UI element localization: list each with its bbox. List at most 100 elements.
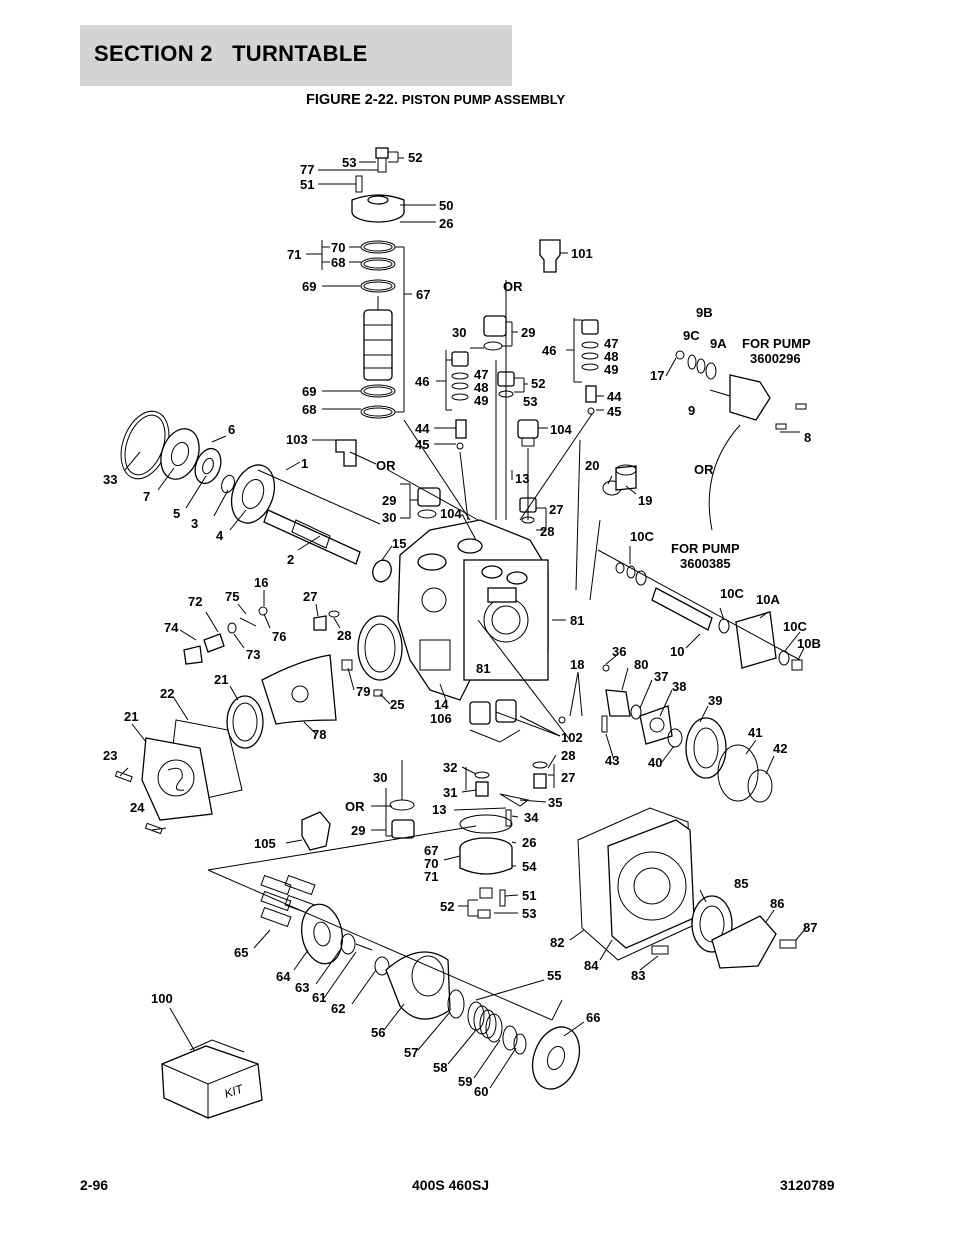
callout-label: 48 bbox=[604, 349, 618, 364]
callout-label: 103 bbox=[286, 432, 308, 447]
callout-label: 81 bbox=[570, 613, 584, 628]
figure-caption: PISTON PUMP ASSEMBLY bbox=[401, 92, 566, 107]
callout-label: 83 bbox=[631, 968, 645, 983]
callout-label: 10B bbox=[797, 636, 821, 651]
callout-label: 18 bbox=[570, 657, 584, 672]
callout-label: 62 bbox=[331, 1001, 345, 1016]
callout-label: 52 bbox=[408, 150, 422, 165]
model-number: 400S 460SJ bbox=[412, 1177, 490, 1193]
callout-label: 27 bbox=[303, 589, 317, 604]
callout-label: 13 bbox=[515, 471, 529, 486]
figure-title: FIGURE 2-22. PISTON PUMP ASSEMBLY bbox=[306, 92, 565, 108]
callout-label: 104 bbox=[550, 422, 572, 437]
callout-label: 29 bbox=[521, 325, 535, 340]
callout-label: 63 bbox=[295, 980, 309, 995]
callout-label: 9C bbox=[683, 328, 700, 343]
callout-label: 9B bbox=[696, 305, 713, 320]
callout-label: 71 bbox=[424, 869, 438, 884]
callout-label: 86 bbox=[770, 896, 784, 911]
callout-label: 49 bbox=[604, 362, 618, 377]
callout-label: 3600385 bbox=[680, 556, 731, 571]
callout-label: 10C bbox=[783, 619, 807, 634]
callout-label: 45 bbox=[607, 404, 621, 419]
callout-label: 41 bbox=[748, 725, 762, 740]
callout-label: 10 bbox=[670, 644, 684, 659]
callout-label: 47 bbox=[474, 367, 488, 382]
callout-label: 21 bbox=[214, 672, 228, 687]
callout-label: 22 bbox=[160, 686, 174, 701]
callout-label: 43 bbox=[605, 753, 619, 768]
callout-label: 31 bbox=[443, 785, 457, 800]
callout-label: 10C bbox=[720, 586, 744, 601]
callout-label: 9 bbox=[688, 403, 695, 418]
callout-label: 82 bbox=[550, 935, 564, 950]
callout-label: 69 bbox=[302, 279, 316, 294]
callout-label: 51 bbox=[300, 177, 314, 192]
callout-label: 44 bbox=[415, 421, 430, 436]
callout-label: 9A bbox=[710, 336, 727, 351]
callout-label: 32 bbox=[443, 760, 457, 775]
callout-label: 40 bbox=[648, 755, 662, 770]
callout-label: 1 bbox=[301, 456, 308, 471]
callout-label: 66 bbox=[586, 1010, 600, 1025]
callout-label: 78 bbox=[312, 727, 326, 742]
callout-label: 69 bbox=[302, 384, 316, 399]
callout-label: 56 bbox=[371, 1025, 385, 1040]
callout-label: 67 bbox=[424, 843, 438, 858]
callout-label: 15 bbox=[392, 536, 406, 551]
callout-label: 75 bbox=[225, 589, 239, 604]
callout-label: 19 bbox=[638, 493, 652, 508]
callout-label: FOR PUMP bbox=[742, 336, 811, 351]
callout-label: 59 bbox=[458, 1074, 472, 1089]
callout-label: 46 bbox=[415, 374, 429, 389]
callout-label: 3 bbox=[191, 516, 198, 531]
callout-labels: 53 52 77 51 50 26 71 70 68 69 67 69 68 1… bbox=[103, 150, 821, 1101]
callout-label: 30 bbox=[382, 510, 396, 525]
callout-label: 46 bbox=[542, 343, 556, 358]
callout-label: 33 bbox=[103, 472, 117, 487]
callout-label: 50 bbox=[439, 198, 453, 213]
document-number: 3120789 bbox=[780, 1177, 835, 1193]
callout-label: 5 bbox=[173, 506, 180, 521]
callout-label: 80 bbox=[634, 657, 648, 672]
callout-label: 68 bbox=[302, 402, 316, 417]
callout-label: OR bbox=[503, 279, 523, 294]
callout-label: 2 bbox=[287, 552, 294, 567]
callout-label: 55 bbox=[547, 968, 561, 983]
callout-label: 58 bbox=[433, 1060, 447, 1075]
callout-label: 8 bbox=[804, 430, 811, 445]
callout-label: 48 bbox=[474, 380, 488, 395]
callout-label: 57 bbox=[404, 1045, 418, 1060]
callout-label: 29 bbox=[382, 493, 396, 508]
callout-label: 45 bbox=[415, 437, 429, 452]
callout-label: 74 bbox=[164, 620, 179, 635]
callout-label: 77 bbox=[300, 162, 314, 177]
diagram-parts bbox=[114, 147, 807, 1119]
callout-label: 44 bbox=[607, 389, 622, 404]
callout-label: 104 bbox=[440, 506, 462, 521]
callout-label: 106 bbox=[430, 711, 452, 726]
kit-box-label: KIT bbox=[223, 1081, 247, 1101]
callout-label: 79 bbox=[356, 684, 370, 699]
callout-label: 17 bbox=[650, 368, 664, 383]
callout-label: 101 bbox=[571, 246, 593, 261]
callout-label: 65 bbox=[234, 945, 248, 960]
callout-label: 27 bbox=[549, 502, 563, 517]
callout-label: 39 bbox=[708, 693, 722, 708]
callout-label: 29 bbox=[351, 823, 365, 838]
callout-label: FOR PUMP bbox=[671, 541, 740, 556]
callout-label: 26 bbox=[439, 216, 453, 231]
callout-label: 25 bbox=[390, 697, 404, 712]
callout-label: 26 bbox=[522, 835, 536, 850]
section-title: SECTION 2 TURNTABLE bbox=[94, 41, 368, 66]
callout-label: 70 bbox=[424, 856, 438, 871]
callout-label: 28 bbox=[540, 524, 554, 539]
callout-label: 30 bbox=[452, 325, 466, 340]
callout-label: 85 bbox=[734, 876, 748, 891]
callout-label: 16 bbox=[254, 575, 268, 590]
callout-label: 30 bbox=[373, 770, 387, 785]
callout-label: 51 bbox=[522, 888, 536, 903]
callout-label: 4 bbox=[216, 528, 224, 543]
callout-label: 52 bbox=[531, 376, 545, 391]
callout-label: 102 bbox=[561, 730, 583, 745]
